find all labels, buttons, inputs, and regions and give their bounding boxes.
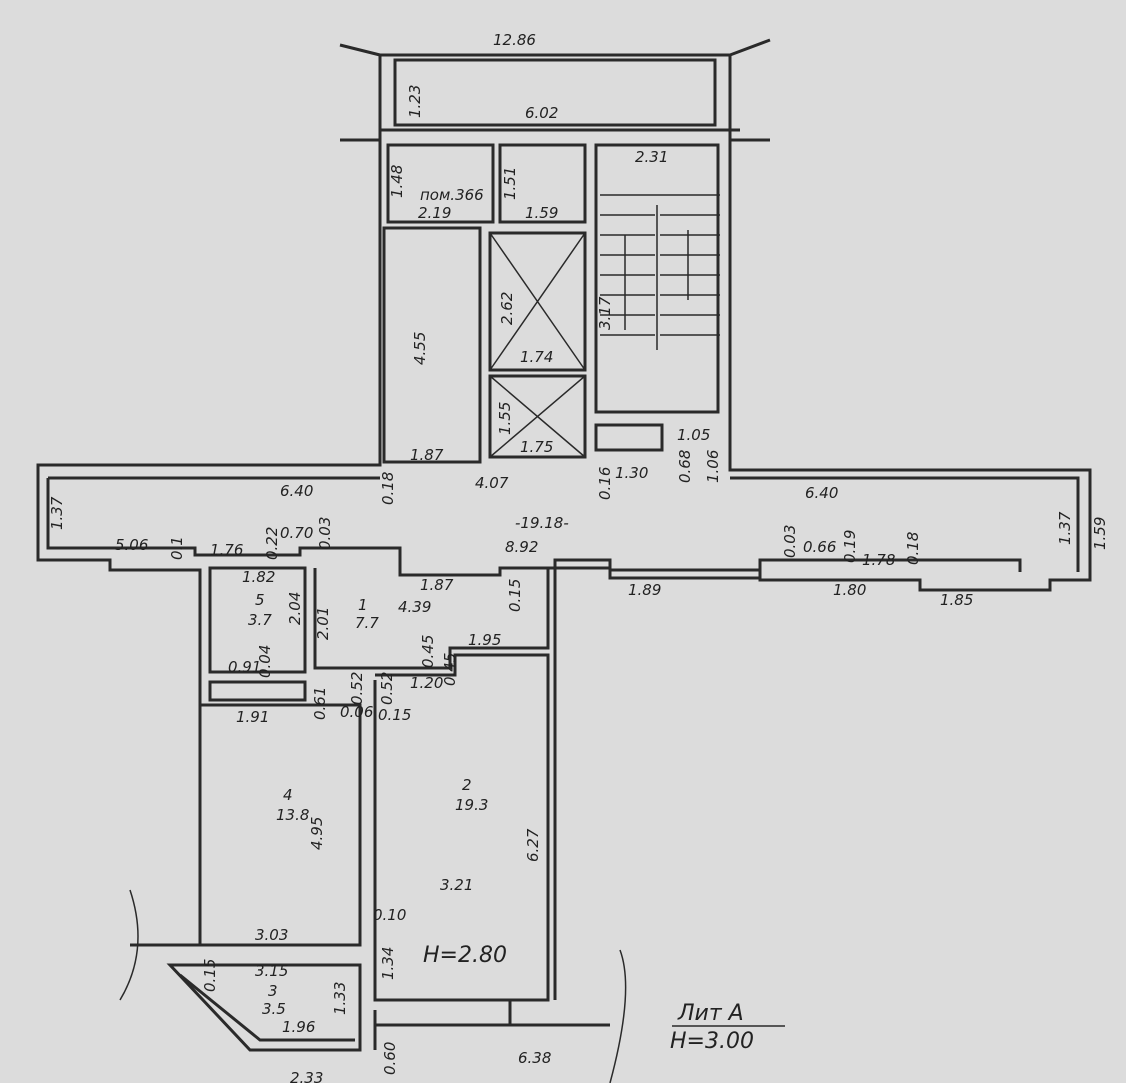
dim-label: 2.62: [498, 292, 516, 325]
dim-label: 0.15: [201, 959, 219, 992]
dim-label: 4.95: [308, 817, 326, 850]
dim-label: 1.34: [379, 947, 397, 980]
dim-label: 1.91: [236, 708, 269, 726]
dim-label: 2.01: [314, 607, 332, 640]
dim-label: 1.75: [520, 438, 553, 456]
dim-label: 0.1: [168, 536, 186, 560]
dim-label: 1.87: [420, 576, 454, 594]
room-height-label: H=2.80: [423, 943, 507, 968]
room-area: 3.7: [248, 611, 272, 629]
dim-label: 0.68: [676, 450, 694, 483]
dim-label: 0.22: [263, 527, 281, 560]
dim-label: 1.76: [210, 541, 243, 559]
dim-label: 5.06: [115, 536, 148, 554]
dim-label: 0.45: [441, 653, 459, 686]
dim-label: 2.33: [290, 1069, 323, 1083]
dim-label: 1.05: [677, 426, 710, 444]
dim-label: 1.82: [242, 568, 275, 586]
room-area: 13.8: [276, 806, 309, 824]
room-label: пом.366: [420, 186, 484, 204]
dim-label: 1.37: [1056, 511, 1074, 545]
dim-label: 1.87: [410, 446, 444, 464]
dim-label: 0.15: [378, 706, 411, 724]
dim-label: 0.52: [378, 672, 396, 705]
dim-label: 3.15: [255, 962, 288, 980]
dim-label: 1.74: [520, 348, 553, 366]
dim-label: 1.59: [525, 204, 558, 222]
dim-label: 0.06: [340, 703, 373, 721]
dim-label: 12.86: [493, 31, 536, 49]
dim-label: 0.18: [379, 472, 397, 505]
dim-label: 0.66: [803, 538, 836, 556]
dim-label: 0.15: [506, 579, 524, 612]
dim-label: 3.21: [440, 876, 473, 894]
dim-label: 1.33: [331, 982, 349, 1015]
labels: 12.86 1.23 6.02 2.31 1.48 пом.366 2.19 1…: [48, 31, 1109, 1083]
dim-label: 1.59: [1091, 517, 1109, 550]
dim-label: 2.19: [418, 204, 451, 222]
dim-label: 0.61: [311, 687, 329, 720]
dim-label: 0.91: [228, 658, 261, 676]
total-length-label: -19.18-: [515, 514, 569, 532]
dim-label: 0.52: [348, 672, 366, 705]
dim-label: 1.37: [48, 496, 66, 530]
dim-label: 6.40: [280, 482, 313, 500]
building-height-label: H=3.00: [670, 1029, 754, 1054]
dim-label: 3.17: [596, 296, 614, 330]
dim-label: 1.55: [496, 402, 514, 435]
room-area: 19.3: [455, 796, 488, 814]
dim-label: 0.03: [316, 517, 334, 550]
dim-label: 1.20: [410, 674, 443, 692]
dim-label: 4.55: [411, 332, 429, 365]
dim-label: 1.95: [468, 631, 501, 649]
dim-label: 0.70: [280, 524, 313, 542]
dim-label: 4.07: [475, 474, 509, 492]
dim-label: 1.06: [704, 450, 722, 483]
dim-label: 1.23: [406, 85, 424, 118]
dim-label: 2.31: [635, 148, 668, 166]
room-number: 4: [283, 786, 293, 804]
dim-label: 6.27: [524, 828, 542, 862]
room-number: 1: [358, 596, 368, 614]
dim-label: 1.78: [862, 551, 895, 569]
room-number: 5: [255, 591, 265, 609]
dim-label: 1.85: [940, 591, 973, 609]
dim-label: 0.04: [256, 645, 274, 678]
dim-label: 1.51: [501, 167, 519, 200]
room-number: 3: [268, 982, 278, 1000]
plan-title: Лит А: [677, 1001, 744, 1026]
dim-label: 6.38: [518, 1049, 551, 1067]
dim-label: 0.45: [419, 635, 437, 668]
dim-label: 0.03: [781, 525, 799, 558]
dim-label: 6.40: [805, 484, 838, 502]
dim-label: 1.89: [628, 581, 661, 599]
dim-label: 4.39: [398, 598, 431, 616]
walls: [36, 38, 1092, 1083]
room-number: 2: [462, 776, 472, 794]
dim-label: 3.03: [255, 926, 288, 944]
dim-label: 6.02: [525, 104, 558, 122]
dim-label: 0.16: [596, 467, 614, 500]
room-area: 7.7: [355, 614, 379, 632]
dim-label: 1.96: [282, 1018, 315, 1036]
dim-label: 0.10: [373, 906, 406, 924]
dim-label: 1.30: [615, 464, 648, 482]
dim-label: 0.18: [904, 532, 922, 565]
dim-label: 2.04: [286, 592, 304, 625]
dim-label: 0.60: [381, 1042, 399, 1075]
dim-label: 1.80: [833, 581, 866, 599]
dim-label: 1.48: [388, 165, 406, 198]
dim-label: 8.92: [505, 538, 538, 556]
room-area: 3.5: [262, 1000, 286, 1018]
dim-label: 0.19: [841, 530, 859, 563]
